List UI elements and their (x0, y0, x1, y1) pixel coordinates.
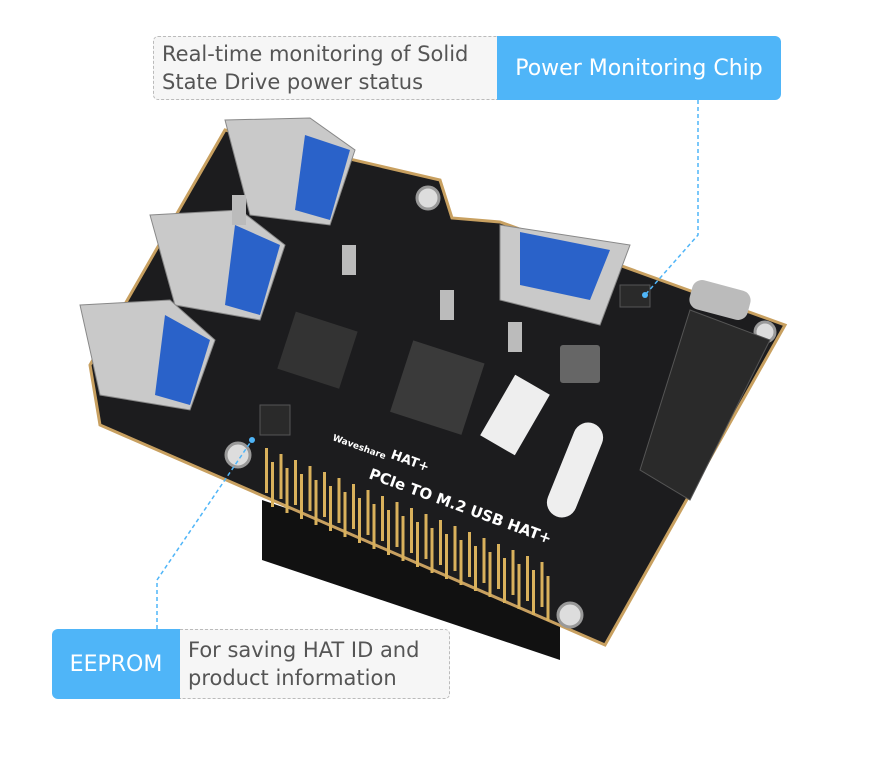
header-pin (387, 510, 390, 555)
header-pin (497, 544, 500, 589)
header-pin (453, 526, 457, 571)
eeprom-chip (259, 404, 291, 436)
header-pin (488, 552, 492, 597)
header-pin (395, 502, 399, 547)
controller-chip (390, 340, 485, 435)
description-line: State Drive power status (162, 70, 424, 94)
header-pin (540, 562, 544, 607)
header-pin (314, 480, 318, 525)
callout-title: Power Monitoring Chip (497, 36, 781, 100)
callout-description: Real-time monitoring of Solid State Driv… (153, 36, 497, 100)
header-pin (430, 528, 434, 573)
slot-cutout (546, 422, 604, 518)
header-pin (474, 546, 477, 591)
gpio-header-pins (265, 448, 550, 621)
header-pin (526, 556, 529, 601)
header-pin (343, 492, 347, 537)
usb-ports-left (79, 117, 356, 411)
mounting-holes (224, 185, 777, 629)
header-pin (532, 570, 535, 615)
inductor (560, 345, 600, 383)
header-pin (546, 576, 550, 621)
description-line: product information (188, 666, 397, 690)
callout-description: For saving HAT ID and product informatio… (180, 629, 450, 699)
header-pin (329, 486, 332, 531)
usb-port-right (499, 224, 631, 326)
header-pin (358, 498, 361, 543)
header-pin (352, 484, 355, 529)
header-pin (445, 534, 448, 579)
power-chip-leader-line (644, 100, 699, 296)
fpc-connector (480, 374, 550, 456)
header-pin (300, 474, 303, 519)
power-monitoring-callout: Real-time monitoring of Solid State Driv… (153, 36, 781, 100)
header-pin (459, 540, 463, 585)
header-pin (271, 462, 274, 507)
leader-dot (249, 437, 255, 443)
header-pin (416, 522, 419, 567)
header-pin (503, 558, 506, 603)
header-pin (323, 472, 326, 517)
callout-title: EEPROM (52, 629, 180, 699)
description-line: Real-time monitoring of Solid (162, 42, 469, 66)
gpio-header-housing (262, 500, 560, 660)
header-pin (511, 550, 515, 595)
usb-c-port (689, 279, 751, 321)
header-pin (285, 468, 289, 513)
power-monitoring-chip (619, 284, 651, 308)
header-pin (279, 454, 283, 499)
header-pin (401, 516, 405, 561)
header-pin (424, 514, 428, 559)
header-pin (439, 520, 442, 565)
header-pin (372, 504, 376, 549)
description-line: For saving HAT ID and (188, 638, 420, 662)
header-pin (308, 466, 312, 511)
header-pin (468, 532, 471, 577)
eeprom-leader-line (156, 439, 253, 629)
standoffs (232, 195, 522, 352)
usb-hub-chip (277, 311, 358, 389)
m2-slot (639, 309, 771, 501)
leader-dot (642, 292, 648, 298)
header-pin (517, 564, 521, 609)
header-pin (366, 490, 370, 535)
header-pin (482, 538, 486, 583)
header-pin (265, 448, 268, 493)
header-pin (294, 460, 297, 505)
eeprom-callout: EEPROM For saving HAT ID and product inf… (52, 629, 450, 699)
header-pin (337, 478, 341, 523)
header-pin (381, 496, 384, 541)
header-pin (410, 508, 413, 553)
